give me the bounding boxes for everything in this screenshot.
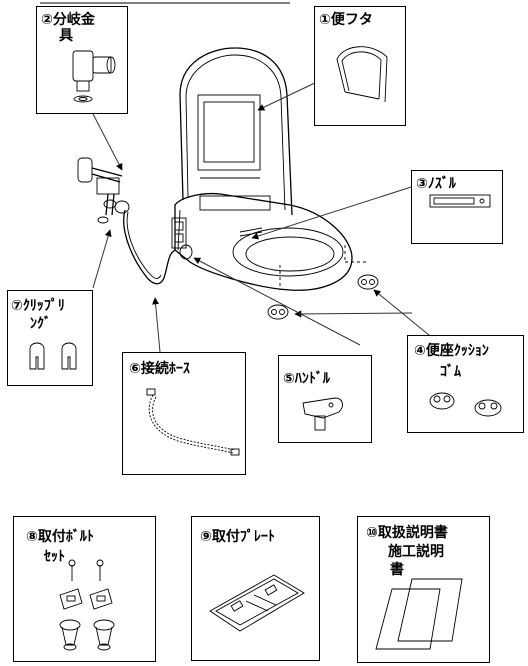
- part-box-manuals: ⑩取扱説明書 施工説明 書: [357, 516, 490, 663]
- part-label-branch-valve-2: 具: [59, 28, 73, 44]
- part-label-mounting-bolt-set-2: ｾｯﾄ: [44, 549, 65, 565]
- part-box-nozzle: ③ﾉｽﾞﾙ: [411, 170, 503, 244]
- part-box-lid: ①便フタ: [314, 6, 406, 126]
- toilet-lid-drawing: [179, 47, 293, 216]
- mounting-plate-icon: [209, 574, 305, 632]
- branch-valve-icon: [72, 50, 116, 103]
- part-label-mounting-bolt-set: ⑧取付ﾎﾞﾙﾄ: [26, 529, 94, 545]
- part-label-manuals-2: 施工説明: [388, 544, 444, 560]
- part-label-branch-valve: ②分岐金: [41, 12, 95, 28]
- handle-icon: [302, 397, 343, 431]
- part-box-handle: ⑤ﾊﾝﾄﾞﾙ: [278, 355, 372, 443]
- part-label-manuals: ⑩取扱説明書: [366, 525, 448, 541]
- connection-hose-drawing: [123, 209, 177, 285]
- part-label-seat-cushion: ④便座ｸｯｼｮﾝ: [414, 343, 489, 359]
- connection-hose-icon: [146, 388, 240, 456]
- part-box-connection-hose: ⑥接続ﾎｰｽ: [122, 352, 246, 475]
- seat-cushion-drawing: [267, 274, 379, 320]
- part-box-branch-valve: ②分岐金 具: [36, 6, 128, 114]
- seat-cushion-icon: [429, 392, 502, 417]
- lid-cover-icon: [336, 46, 388, 103]
- part-label-nozzle: ③ﾉｽﾞﾙ: [416, 176, 456, 192]
- part-label-mounting-plate: ⑨取付ﾌﾟﾚｰﾄ: [200, 529, 275, 545]
- part-box-seat-cushion: ④便座ｸｯｼｮﾝ ｺﾞﾑ: [407, 335, 524, 433]
- part-box-mounting-bolt-set: ⑧取付ﾎﾞﾙﾄ ｾｯﾄ: [13, 516, 156, 662]
- part-label-manuals-3: 書: [390, 562, 404, 578]
- manuals-icon: [375, 578, 463, 650]
- part-box-clip-ring: ⑦ｸﾘｯﾌﾟﾘ ﾝｸﾞ: [7, 290, 93, 386]
- clip-ring-icon: [29, 342, 77, 370]
- part-label-seat-cushion-2: ｺﾞﾑ: [440, 364, 461, 380]
- nozzle-icon: [429, 194, 491, 208]
- part-label-clip-ring-2: ﾝｸﾞ: [30, 316, 51, 332]
- part-box-mounting-plate: ⑨取付ﾌﾟﾚｰﾄ: [191, 516, 320, 661]
- mounting-bolt-set-icon: [59, 559, 115, 651]
- part-label-connection-hose: ⑥接続ﾎｰｽ: [129, 361, 190, 377]
- branch-valve-assembly-drawing: [77, 157, 130, 224]
- part-label-clip-ring: ⑦ｸﾘｯﾌﾟﾘ: [11, 298, 65, 314]
- toilet-seat-drawing: [171, 192, 353, 291]
- part-label-lid: ①便フタ: [319, 12, 373, 28]
- part-label-handle: ⑤ﾊﾝﾄﾞﾙ: [283, 371, 330, 387]
